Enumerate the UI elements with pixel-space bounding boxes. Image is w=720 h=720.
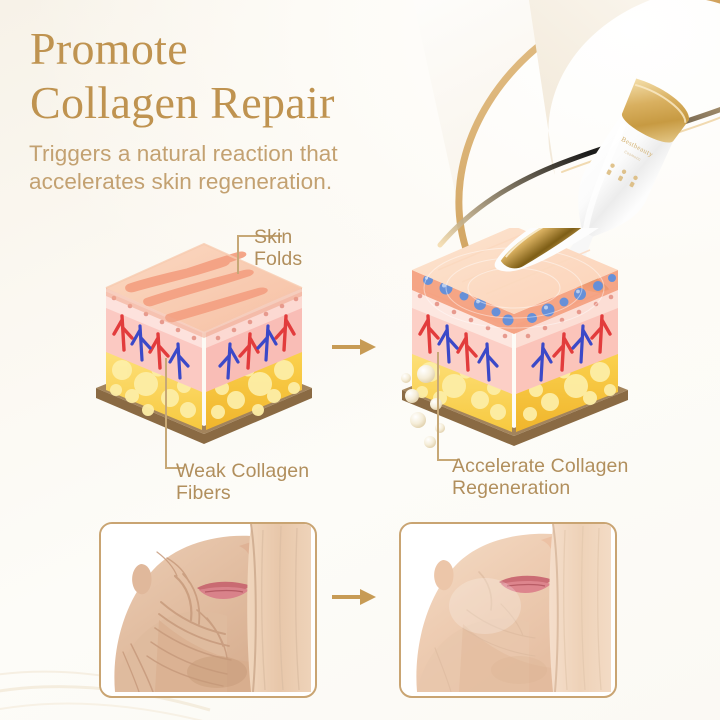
result-photo-after — [399, 522, 617, 698]
label-skin-folds: Skin Folds — [254, 226, 303, 271]
headline-line-1: Promote — [30, 23, 188, 74]
page-title: Promote Collagen Repair — [30, 22, 450, 130]
svg-text:Cosmetic: Cosmetic — [623, 150, 641, 162]
svg-text:Bestbeauty: Bestbeauty — [620, 135, 655, 159]
label-accelerate-collagen-regeneration: Accelerate Collagen Regeneration — [452, 455, 629, 500]
skin-diagram-after — [392, 168, 638, 458]
transition-arrow-photos — [330, 586, 378, 608]
transition-arrow-diagram — [330, 336, 378, 358]
subtitle-line-1: Triggers a natural reaction that — [29, 141, 338, 166]
label-weak-collagen-fibers: Weak Collagen Fibers — [176, 460, 310, 505]
page-subtitle: Triggers a natural reaction that acceler… — [29, 140, 459, 197]
subtitle-line-2: accelerates skin regeneration. — [29, 169, 333, 195]
headline-line-2: Collagen Repair — [30, 76, 335, 128]
result-photo-before — [99, 522, 317, 698]
skin-diagram-before — [88, 238, 320, 456]
